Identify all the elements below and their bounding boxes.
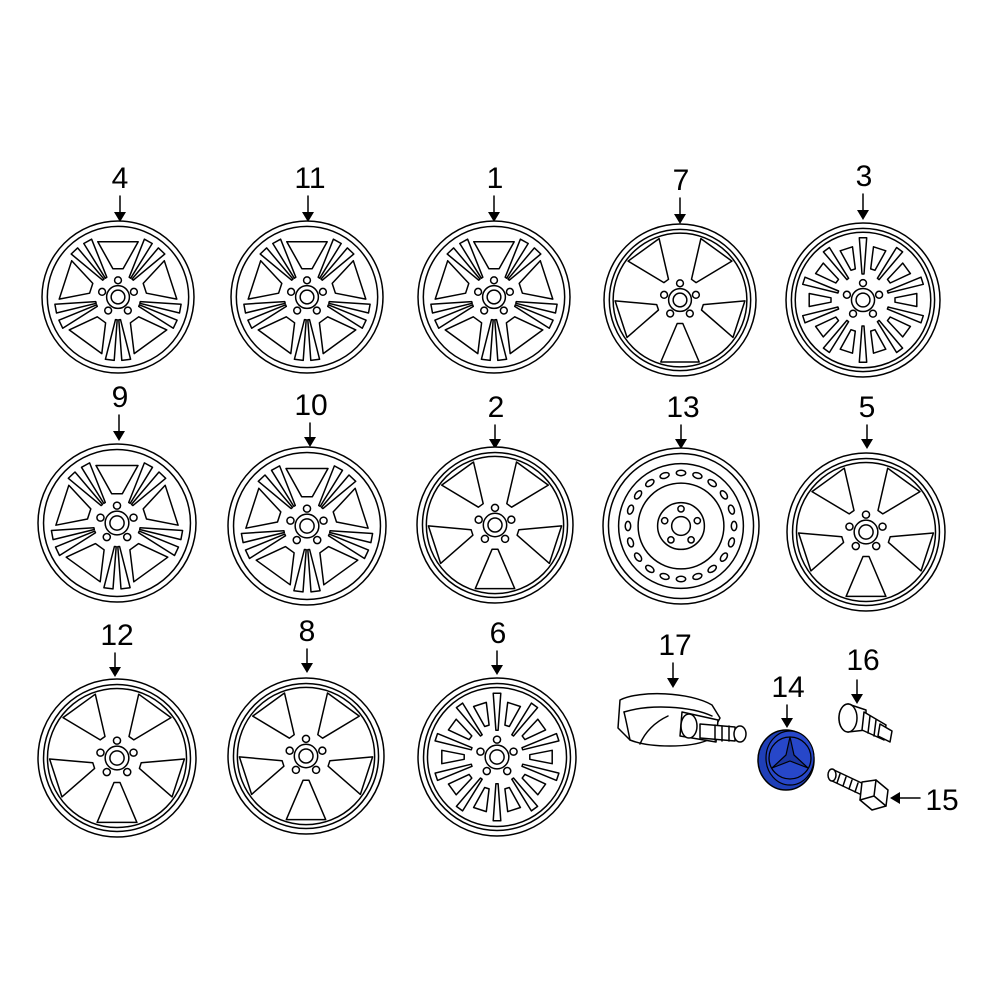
part-11[interactable]: 11 <box>230 162 384 374</box>
callout-5: 5 <box>859 391 876 424</box>
wheel-icon <box>416 446 574 604</box>
callout-10: 10 <box>294 389 327 422</box>
callout-14: 14 <box>771 671 804 704</box>
part-5[interactable]: 5 <box>786 391 946 612</box>
part-10[interactable]: 10 <box>227 389 387 606</box>
arrowhead <box>109 667 121 677</box>
part-1[interactable]: 1 <box>417 162 571 374</box>
arrowhead <box>302 212 314 222</box>
wheel-icon <box>227 446 387 606</box>
part-7[interactable]: 7 <box>603 164 757 377</box>
wheel-icon <box>417 220 571 374</box>
arrowhead <box>488 212 500 222</box>
callout-3: 3 <box>856 160 873 193</box>
wheel-icon <box>37 443 197 603</box>
arrowhead <box>667 678 679 688</box>
arrowhead <box>851 694 863 704</box>
part-17[interactable]: 17 <box>617 629 747 747</box>
callout-2: 2 <box>488 391 505 424</box>
callout-12: 12 <box>100 619 133 652</box>
wheel-icon <box>417 677 577 837</box>
arrowhead <box>890 792 900 804</box>
arrowhead <box>857 210 869 220</box>
part-9[interactable]: 9 <box>37 381 197 603</box>
part-3[interactable]: 3 <box>785 160 941 378</box>
part-12[interactable]: 12 <box>37 619 197 838</box>
callout-11: 11 <box>294 162 325 195</box>
center-cap-icon <box>757 729 815 791</box>
part-8[interactable]: 8 <box>227 615 385 835</box>
wheel-icon <box>41 220 195 374</box>
arrowhead <box>674 214 686 224</box>
callout-13: 13 <box>666 391 699 424</box>
wheel-icon <box>602 447 760 605</box>
part-16[interactable]: 16 <box>838 644 893 743</box>
callout-17: 17 <box>658 629 691 662</box>
part-4[interactable]: 4 <box>41 162 195 374</box>
arrowhead <box>301 663 313 673</box>
tpms-sensor-icon <box>617 692 747 747</box>
wheel-icon <box>37 678 197 838</box>
wheel-icon <box>786 452 946 612</box>
wheel-bolt-icon <box>827 768 889 811</box>
wheel-icon <box>230 220 384 374</box>
arrowhead <box>489 439 501 449</box>
arrowhead <box>304 437 316 447</box>
callout-9: 9 <box>112 381 129 414</box>
callout-4: 4 <box>112 162 129 195</box>
callout-8: 8 <box>299 615 316 648</box>
arrowhead <box>113 431 125 441</box>
star-logo-icon <box>768 736 812 780</box>
part-14[interactable]: 14 <box>757 671 815 791</box>
wheel-icon <box>603 223 757 377</box>
callout-6: 6 <box>490 617 507 650</box>
part-6[interactable]: 6 <box>417 617 577 837</box>
callout-7: 7 <box>673 164 690 197</box>
part-2[interactable]: 2 <box>416 391 574 604</box>
valve-stem-icon <box>838 703 893 743</box>
part-13[interactable]: 13 <box>602 391 760 605</box>
arrowhead <box>781 718 793 728</box>
callout-1: 1 <box>487 162 504 195</box>
part-15[interactable]: 15 <box>827 768 959 817</box>
arrowhead <box>861 439 873 449</box>
arrowhead <box>491 665 503 675</box>
wheel-icon <box>785 222 941 378</box>
arrowhead <box>114 212 126 222</box>
arrowhead <box>675 439 687 449</box>
wheel-icon <box>227 677 385 835</box>
callout-15: 15 <box>925 784 958 817</box>
callout-16: 16 <box>846 644 879 677</box>
